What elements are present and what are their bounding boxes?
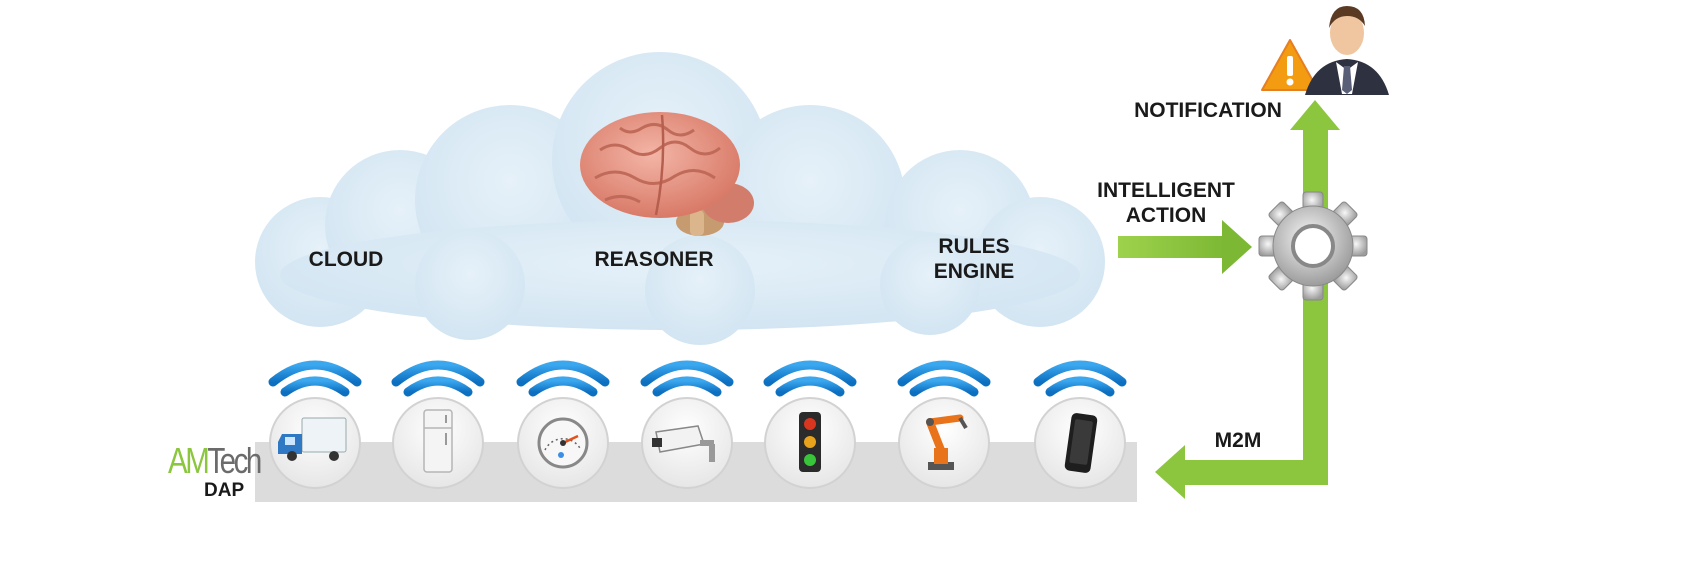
wifi-icon [1033,360,1127,397]
traffic-light-icon [799,412,821,472]
reasoner-label: REASONER [594,248,713,271]
brain-icon [580,112,754,236]
wifi-icon [391,360,485,397]
engine-label: ENGINE [934,260,1015,283]
m2m-label: M2M [1215,429,1262,452]
m2m-notification-arrow [1155,100,1340,499]
amtech-logo: AMTech DAP [168,440,262,502]
wifi-icon [763,360,857,397]
gauge-icon [537,417,589,469]
truck-icon [278,417,347,461]
logo-wordmark: AMTech [168,440,262,482]
robot-arm-icon [926,414,968,470]
intelligent-label: INTELLIGENT [1097,179,1235,202]
security-camera-icon [652,425,715,462]
gear-icon [1258,191,1368,301]
notification-label: NOTIFICATION [1134,99,1282,122]
rules-label: RULES [938,235,1009,258]
action-label: ACTION [1126,204,1207,227]
person-icon [1305,6,1389,95]
intelligent-action-arrow [1118,220,1252,274]
logo-dap-text: DAP [204,480,245,501]
logo-am-text: AM [168,440,210,481]
smartphone-icon [1064,413,1098,473]
wifi-signals [268,360,1127,397]
wifi-icon [516,360,610,397]
wifi-icon [897,360,991,397]
refrigerator-icon [423,409,453,473]
cloud-label: CLOUD [309,248,384,271]
wifi-icon [268,360,362,397]
wifi-icon [640,360,734,397]
warning-icon [1261,39,1319,91]
logo-tech-text: Tech [207,440,262,481]
